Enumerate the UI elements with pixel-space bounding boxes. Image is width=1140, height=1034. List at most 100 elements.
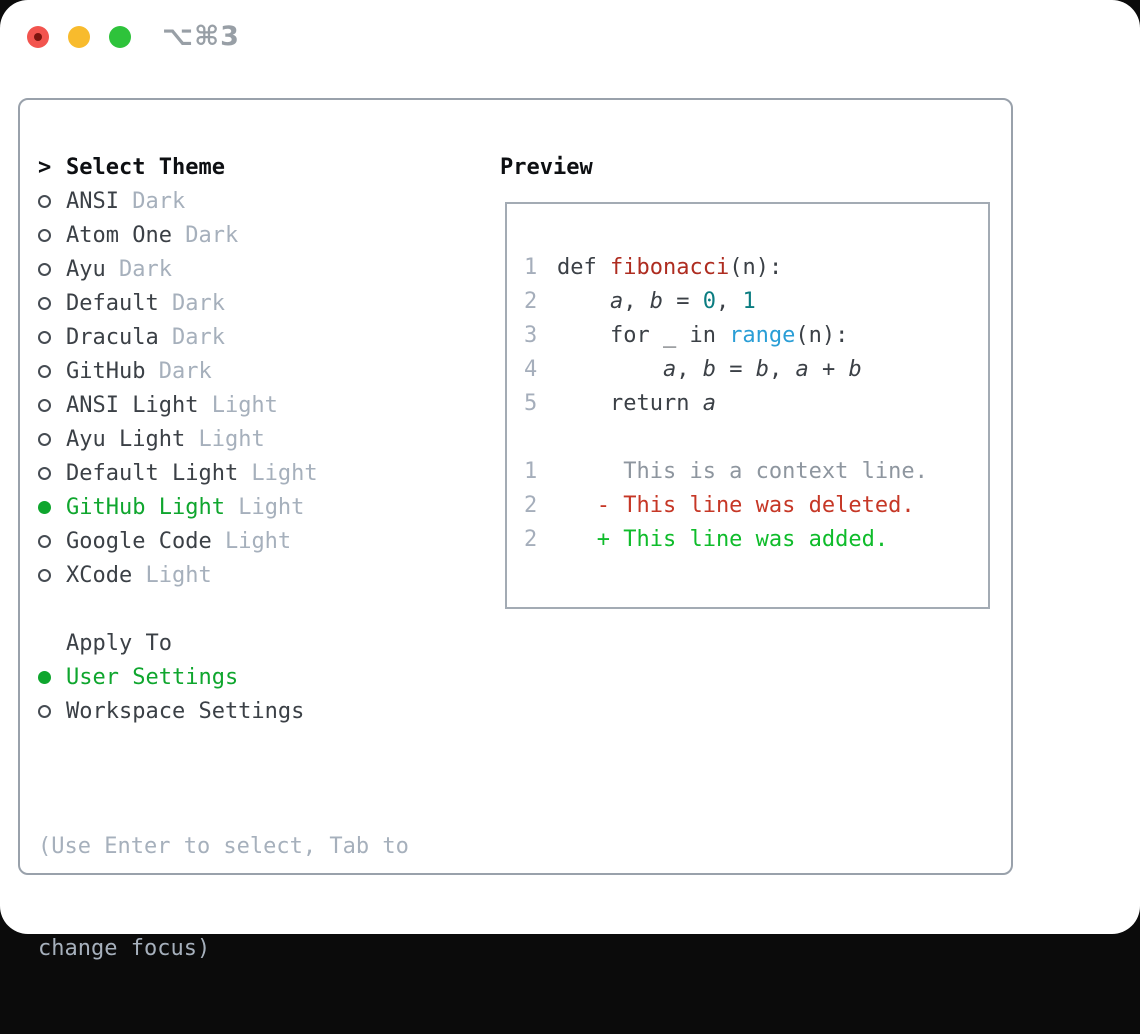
minimize-button-icon[interactable] (68, 26, 90, 48)
token-plain (557, 289, 610, 314)
token-var: b (755, 356, 769, 382)
radio-unselected-icon (38, 296, 66, 310)
keyboard-hint-line2: change focus) (38, 936, 211, 961)
theme-option-default-light[interactable]: Default Light Light (38, 456, 318, 490)
radio-unselected-icon (38, 704, 66, 718)
theme-option-atom-one[interactable]: Atom One Dark (38, 218, 318, 252)
code-line: 1 This is a context line. (524, 454, 928, 488)
token-plain: , (715, 288, 743, 314)
token-plain (557, 357, 663, 382)
keyboard-hint-line1: (Use Enter to select, Tab to (38, 834, 409, 859)
apply-to-header-row: Apply To (38, 626, 304, 660)
token-func: fibonacci (609, 254, 730, 280)
theme-variant-tag: Light (238, 460, 318, 486)
token-var: b (848, 356, 862, 382)
token-var: b (649, 288, 663, 314)
token-plain: = (715, 356, 756, 382)
code-line: 2 a, b = 0, 1 (524, 284, 928, 318)
token-plain: (n): (795, 322, 849, 348)
radio-unselected-icon (38, 330, 66, 344)
keyboard-hint: (Use Enter to select, Tab to change focu… (38, 762, 409, 1034)
apply-option-workspace-settings[interactable]: Workspace Settings (38, 694, 304, 728)
line-number: 1 (524, 254, 538, 280)
token-var: a (662, 356, 677, 382)
line-number: 2 (524, 526, 538, 552)
theme-variant-tag: Dark (158, 290, 225, 316)
token-plain: = (662, 288, 703, 314)
option-label: Ayu (66, 256, 106, 282)
radio-unselected-icon (38, 262, 66, 276)
line-number: 1 (524, 458, 538, 484)
preview-box (505, 202, 990, 609)
theme-option-github[interactable]: GitHub Dark (38, 354, 318, 388)
theme-option-dracula[interactable]: Dracula Dark (38, 320, 318, 354)
option-label: XCode (66, 562, 133, 588)
option-label: Workspace Settings (66, 698, 305, 724)
theme-option-ansi[interactable]: ANSI Dark (38, 184, 318, 218)
code-line: 5 return a (524, 386, 928, 420)
token-plain: , (768, 356, 796, 382)
line-number: 5 (524, 390, 538, 416)
theme-option-google-code[interactable]: Google Code Light (38, 524, 318, 558)
code-line: 2 - This line was deleted. (524, 488, 928, 522)
preview-header: Preview (500, 154, 593, 180)
close-button-icon[interactable] (27, 26, 49, 48)
token-plain: return (557, 390, 703, 416)
theme-option-default[interactable]: Default Dark (38, 286, 318, 320)
option-label: ANSI Light (66, 392, 199, 418)
theme-variant-tag: Light (132, 562, 212, 588)
token-num: 0 (702, 288, 716, 314)
code-line (524, 420, 928, 454)
option-label: Dracula (66, 324, 159, 350)
theme-option-ansi-light[interactable]: ANSI Light Light (38, 388, 318, 422)
token-var: a (795, 356, 809, 382)
option-label: ANSI (66, 188, 119, 214)
radio-unselected-icon (38, 398, 66, 412)
radio-selected-icon (38, 500, 66, 514)
option-label: Atom One (66, 222, 172, 248)
line-number: 2 (524, 492, 538, 518)
theme-variant-tag: Light (224, 494, 305, 520)
option-label: GitHub Light (66, 494, 225, 520)
option-label: GitHub (66, 358, 146, 384)
token-plain: + (808, 356, 849, 382)
theme-list-header-row: > Select Theme (38, 150, 318, 184)
theme-variant-tag: Dark (145, 358, 212, 384)
token-plain: for _ in (557, 322, 730, 348)
radio-selected-icon (38, 670, 66, 684)
token-var: a (609, 288, 624, 314)
theme-option-xcode[interactable]: XCode Light (38, 558, 318, 592)
theme-list-header: Select Theme (66, 154, 225, 180)
prompt-icon: > (38, 154, 52, 180)
zoom-button-icon[interactable] (109, 26, 131, 48)
token-var: b (702, 356, 716, 382)
token-plain: def (557, 254, 610, 280)
theme-variant-tag: Light (185, 426, 265, 452)
line-number: 4 (524, 356, 538, 382)
apply-option-user-settings[interactable]: User Settings (38, 660, 304, 694)
option-label: User Settings (66, 664, 239, 690)
line-number: 2 (524, 288, 538, 314)
theme-variant-tag: Dark (105, 256, 172, 282)
radio-unselected-icon (38, 364, 66, 378)
traffic-lights (27, 26, 131, 48)
radio-unselected-icon (38, 194, 66, 208)
token-plain: , (676, 356, 703, 382)
theme-option-ayu-light[interactable]: Ayu Light Light (38, 422, 318, 456)
window-title-shortcut: ⌥⌘3 (162, 21, 240, 52)
code-line: 2 + This line was added. (524, 522, 928, 556)
token-var: a (702, 390, 716, 416)
option-label: Default Light (66, 460, 239, 486)
theme-option-ayu[interactable]: Ayu Dark (38, 252, 318, 286)
option-label: Google Code (66, 528, 212, 554)
token-num: 1 (742, 288, 756, 314)
theme-option-github-light[interactable]: GitHub Light Light (38, 490, 318, 524)
option-label: Ayu Light (66, 426, 186, 452)
radio-unselected-icon (38, 568, 66, 582)
apply-to-header: Apply To (66, 630, 172, 656)
